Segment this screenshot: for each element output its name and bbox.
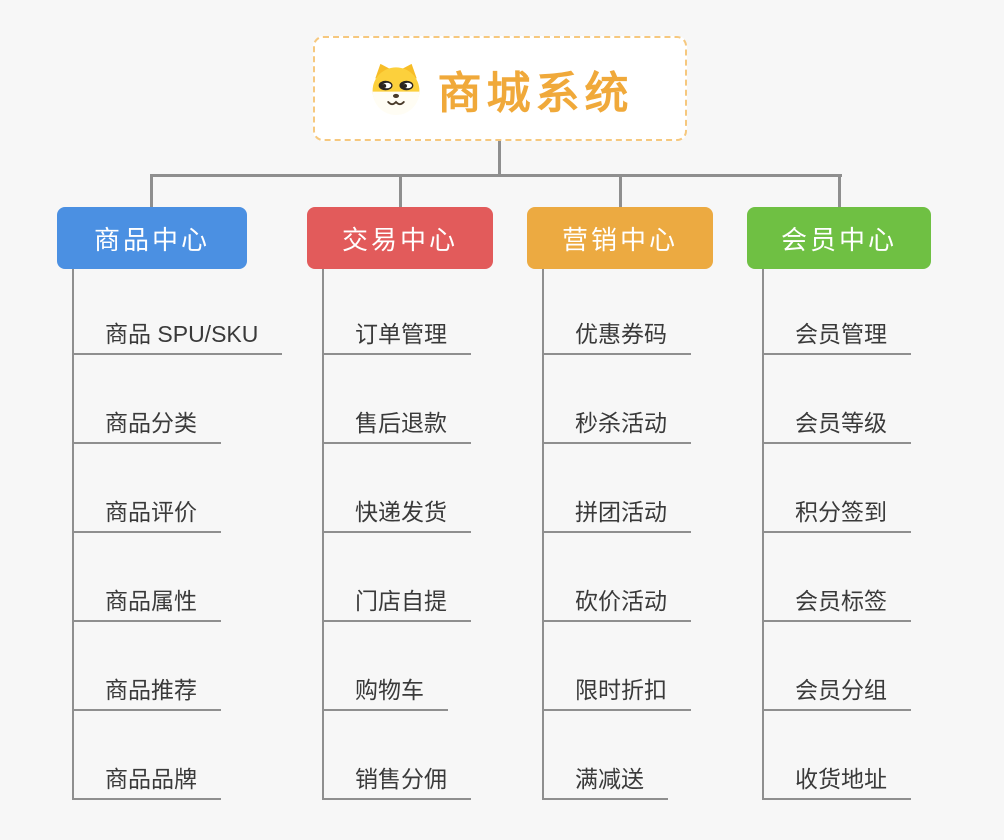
child-row: 积分签到 [764,444,911,533]
child-node[interactable]: 订单管理 [324,322,471,355]
branch-children-member: 会员管理 会员等级 积分签到 会员标签 会员分组 收货地址 [762,269,911,800]
child-row: 限时折扣 [544,622,691,711]
child-row: 满减送 [544,711,691,800]
child-row: 商品分类 [74,355,282,444]
child-row: 快递发货 [324,444,471,533]
child-node[interactable]: 优惠券码 [544,322,691,355]
child-row: 销售分佣 [324,711,471,800]
child-node[interactable]: 砍价活动 [544,589,691,622]
branch-children-product: 商品 SPU/SKU 商品分类 商品评价 商品属性 商品推荐 商品品牌 [72,269,283,800]
branch-product-center[interactable]: 商品中心 [57,207,247,269]
child-row: 会员管理 [764,269,911,355]
child-node[interactable]: 会员等级 [764,411,911,444]
child-row: 砍价活动 [544,533,691,622]
connector-drop-marketing [619,175,622,208]
child-row: 商品评价 [74,444,282,533]
connector-drop-product [150,175,153,208]
child-node[interactable]: 快递发货 [324,500,471,533]
child-node[interactable]: 满减送 [544,767,668,800]
branch-trade-center[interactable]: 交易中心 [307,207,493,269]
child-node[interactable]: 积分签到 [764,500,911,533]
child-node[interactable]: 商品推荐 [74,678,221,711]
child-node[interactable]: 秒杀活动 [544,411,691,444]
connector-bus-line [150,174,842,177]
child-row: 商品属性 [74,533,282,622]
child-row: 售后退款 [324,355,471,444]
branch-children-trade: 订单管理 售后退款 快递发货 门店自提 购物车 销售分佣 [322,269,471,800]
branch-member-center[interactable]: 会员中心 [747,207,931,269]
child-row: 购物车 [324,622,471,711]
child-row: 商品 SPU/SKU [74,269,283,355]
child-node[interactable]: 拼团活动 [544,500,691,533]
child-row: 商品推荐 [74,622,282,711]
shiba-dog-logo-icon [367,63,425,115]
branch-children-marketing: 优惠券码 秒杀活动 拼团活动 砍价活动 限时折扣 满减送 [542,269,691,800]
child-row: 优惠券码 [544,269,691,355]
child-row: 订单管理 [324,269,471,355]
child-row: 会员分组 [764,622,911,711]
child-row: 收货地址 [764,711,911,800]
child-node[interactable]: 商品分类 [74,411,221,444]
child-node[interactable]: 商品品牌 [74,767,221,800]
child-node[interactable]: 限时折扣 [544,678,691,711]
root-node[interactable]: 商城系统 [313,36,687,141]
child-row: 会员等级 [764,355,911,444]
branch-marketing-center[interactable]: 营销中心 [527,207,713,269]
child-node[interactable]: 销售分佣 [324,767,471,800]
child-node[interactable]: 商品评价 [74,500,221,533]
child-node[interactable]: 会员管理 [764,322,911,355]
child-row: 会员标签 [764,533,911,622]
child-node[interactable]: 购物车 [324,678,448,711]
child-node[interactable]: 售后退款 [324,411,471,444]
child-row: 门店自提 [324,533,471,622]
child-node[interactable]: 商品 SPU/SKU [74,322,283,355]
connector-root-stub [498,141,501,175]
child-node[interactable]: 会员标签 [764,589,911,622]
child-node[interactable]: 门店自提 [324,589,471,622]
child-row: 拼团活动 [544,444,691,533]
child-node[interactable]: 会员分组 [764,678,911,711]
connector-drop-trade [399,175,402,208]
connector-drop-member [838,175,841,208]
child-row: 商品品牌 [74,711,282,800]
child-node[interactable]: 收货地址 [764,767,911,800]
root-title: 商城系统 [437,68,634,118]
child-row: 秒杀活动 [544,355,691,444]
child-node[interactable]: 商品属性 [74,589,221,622]
